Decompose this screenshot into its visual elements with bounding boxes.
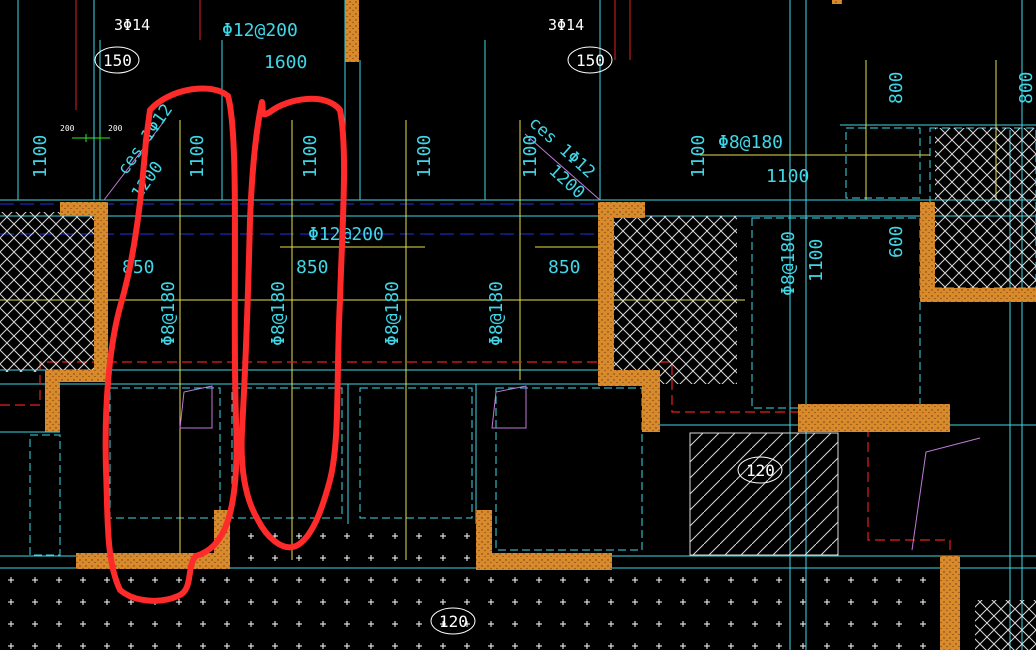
magenta-details <box>103 119 981 551</box>
dim-1100-c: 1100 <box>300 135 321 178</box>
slab-tag-120-mid: 120 <box>746 461 775 480</box>
red-top-lines <box>75 0 631 110</box>
top-rebar-middle: Φ12@200 <box>222 20 298 41</box>
mid-plus-hatch <box>230 524 480 570</box>
slab-tag-120-bottom: 120 <box>439 612 468 631</box>
dim-1100-e: 1100 <box>520 135 541 178</box>
dim-800-b: 800 <box>1016 71 1036 104</box>
top-rebar-left: 3Φ14 <box>114 16 150 34</box>
rebar-v3: Φ8@180 <box>382 281 403 346</box>
slab-tag-top-left: 150 <box>103 51 132 70</box>
hatch-block-bottom-right <box>975 600 1036 650</box>
rebar-mid-span: Φ12@200 <box>308 224 384 245</box>
dim-200-b: 200 <box>108 124 123 133</box>
green-tick-marks <box>72 134 110 142</box>
dim-1100-f: 1100 <box>688 135 709 178</box>
rebar-v2: Φ8@180 <box>268 281 289 346</box>
hatch-block-left <box>0 212 95 372</box>
wall-sections <box>45 0 1036 650</box>
red-markup-loop-left <box>102 85 240 604</box>
hatch-block-mid <box>612 216 737 384</box>
dim-1100-b: 1100 <box>187 135 208 178</box>
dim-600: 600 <box>886 225 907 258</box>
dim-1100-v: 1100 <box>806 239 827 282</box>
dim-1600: 1600 <box>264 52 307 73</box>
rebar-right-top: Φ8@180 <box>718 132 783 153</box>
rebar-v1: Φ8@180 <box>158 281 179 346</box>
dim-1100-h: 1100 <box>766 166 809 187</box>
rebar-v4: Φ8@180 <box>486 281 507 346</box>
hatch-block-right-top <box>935 128 1036 288</box>
bottom-plus-hatch <box>0 570 945 650</box>
dim-850-c: 850 <box>548 257 581 278</box>
slab-tag-top-right: 150 <box>576 51 605 70</box>
dim-200-a: 200 <box>60 124 75 133</box>
diag-hatch-slab <box>689 432 839 556</box>
slab-tags <box>94 46 783 635</box>
rebar-v5: Φ8@180 <box>778 231 799 296</box>
dim-1100-a: 1100 <box>30 135 51 178</box>
top-rebar-right: 3Φ14 <box>548 16 584 34</box>
dim-850-b: 850 <box>296 257 329 278</box>
red-markup-loop-right <box>238 95 348 551</box>
dim-800-a: 800 <box>886 71 907 104</box>
dim-1100-d: 1100 <box>414 135 435 178</box>
